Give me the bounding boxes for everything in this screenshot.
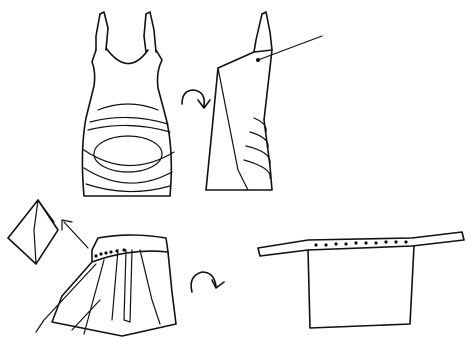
arc-band-6 [86,184,170,192]
stitch-dot [394,240,397,243]
stitch-dot [314,243,317,246]
diamond-inner-line [34,200,38,264]
rotate-arrow-icon [191,272,224,292]
pointer-line [258,36,322,60]
right-strap [146,12,156,52]
stitch-dot [374,241,377,244]
arc-band-2 [90,117,168,124]
stitch-dot [104,251,107,254]
waistband [92,235,168,262]
skirt-panel-flat-figure [258,232,464,328]
side-arc-4 [244,160,270,178]
stitch-dot [122,248,125,251]
folded-strap-inner [254,14,262,52]
skirt-fold-2 [84,260,104,334]
wrap-skirt-figure [36,235,176,336]
waist-tie-band [258,232,464,256]
stitch-dot [404,240,407,243]
diamond-edge [38,200,54,222]
stitch-dot [99,252,102,255]
fold-line [218,68,248,190]
left-strap-inner [96,14,100,50]
oval-band-inner [94,136,162,172]
stitch-dot [324,243,327,246]
pointer-arrow-icon [62,220,88,248]
stitch-dot [334,242,337,245]
tank-top-folded-figure [206,12,322,190]
folded-strap [262,12,272,50]
skirt-panel [308,246,414,328]
diamond-outline [8,200,58,264]
arc-band-4 [84,150,174,166]
strap-detail-figure [8,200,58,264]
stitch-dot [344,242,347,245]
skirt-fold-1 [112,250,118,320]
stitch-dot [364,241,367,244]
neckline [106,48,148,64]
stitch-dot [384,240,387,243]
left-strap [100,12,108,50]
folded-body-outline [206,50,272,190]
stitch-dot [94,254,97,257]
rotate-arrow-icon [182,90,210,108]
arc-band-3 [88,125,170,132]
right-strap-inner [144,14,146,52]
tank-top-front-figure [82,12,174,196]
arc-band-1 [98,104,158,110]
stitch-dot [109,250,112,253]
arc-band-5 [84,168,172,183]
skirt-fold-4 [140,250,160,324]
stitch-dot [354,241,357,244]
tie-strip [124,250,132,322]
